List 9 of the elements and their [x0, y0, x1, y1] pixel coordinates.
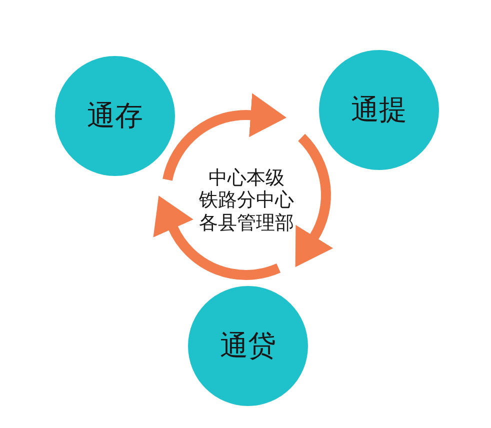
center-text: 中心本级: [208, 167, 284, 189]
circle-node: 通存: [55, 56, 175, 176]
curved-arrow: [154, 196, 280, 280]
circle-node: 通贷: [188, 286, 308, 406]
circle-node: 通提: [319, 50, 439, 170]
center-text: 各县管理部: [199, 212, 294, 234]
curved-arrow: [294, 134, 334, 268]
center-text: 铁路分中心: [199, 189, 294, 211]
curved-arrow: [162, 93, 287, 181]
